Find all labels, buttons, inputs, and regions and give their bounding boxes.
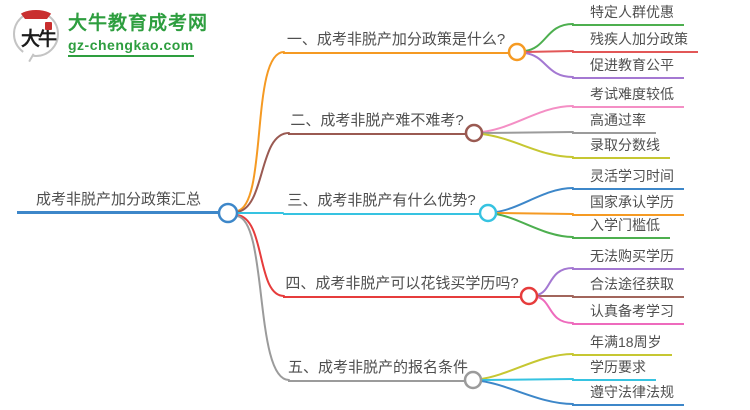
branch-4-title: 四、成考非脱产可以花钱买学历吗? bbox=[283, 272, 521, 298]
root-node-circle bbox=[217, 202, 239, 224]
link-root-branch-5 bbox=[236, 215, 290, 381]
branch-5-child-2: 学历要求 bbox=[572, 357, 656, 381]
link-root-branch-4 bbox=[236, 214, 285, 297]
link-branch3-child2 bbox=[495, 212, 574, 215]
link-branch5-child3 bbox=[480, 380, 574, 405]
branch-3-child-3: 入学门槛低 bbox=[572, 215, 670, 239]
branch-5-child-1: 年满18周岁 bbox=[572, 332, 672, 356]
logo-text-block: 大牛教育成考网 gz-chengkao.com bbox=[68, 11, 208, 57]
link-root-branch-2 bbox=[236, 132, 290, 213]
branch-2-child-3: 录取分数线 bbox=[572, 135, 670, 159]
branch-3-child-2: 国家承认学历 bbox=[572, 192, 684, 216]
link-branch3-child3 bbox=[495, 213, 574, 238]
branch-5-child-3: 遵守法律法规 bbox=[572, 382, 684, 406]
branch-3-node-circle bbox=[478, 203, 498, 223]
logo-red-seal bbox=[45, 22, 52, 30]
link-branch1-child1 bbox=[524, 23, 574, 52]
branch-1-child-2: 残疾人加分政策 bbox=[572, 29, 698, 53]
link-branch5-child1 bbox=[480, 353, 574, 380]
link-branch2-child1 bbox=[481, 105, 574, 133]
branch-2-node-circle bbox=[464, 123, 484, 143]
branch-1-child-3: 促进教育公平 bbox=[572, 55, 684, 79]
logo-icon: 大牛 bbox=[13, 10, 59, 63]
branch-2-child-2: 高通过率 bbox=[572, 110, 656, 134]
link-branch1-child2 bbox=[524, 50, 574, 53]
link-branch2-child2 bbox=[481, 131, 574, 134]
link-branch3-child1 bbox=[495, 187, 574, 213]
link-branch2-child3 bbox=[481, 133, 574, 158]
logo-icon-text: 大牛 bbox=[20, 29, 57, 50]
branch-1-child-1: 特定人群优惠 bbox=[572, 2, 684, 26]
branch-5-title: 五、成考非脱产的报名条件 bbox=[288, 356, 468, 382]
site-domain: gz-chengkao.com bbox=[68, 36, 194, 57]
branch-4-child-2: 合法途径获取 bbox=[572, 274, 684, 298]
branch-4-child-1: 无法购买学历 bbox=[572, 246, 684, 270]
link-branch4-child1 bbox=[536, 267, 574, 296]
logo-red-arc bbox=[18, 10, 54, 26]
branch-1-title: 一、成考非脱产加分政策是什么? bbox=[283, 28, 509, 54]
site-name: 大牛教育成考网 bbox=[68, 13, 209, 34]
branch-3-title: 三、成考非脱产有什么优势? bbox=[283, 189, 480, 215]
branch-2-child-1: 考试难度较低 bbox=[572, 84, 684, 108]
link-branch4-child3 bbox=[536, 296, 574, 324]
root-node: 成考非脱产加分政策汇总 bbox=[17, 188, 220, 214]
link-branch5-child2 bbox=[480, 378, 574, 381]
branch-2-title: 二、成考非脱产难不难考? bbox=[288, 109, 466, 135]
branch-4-child-3: 认真备考学习 bbox=[572, 301, 684, 325]
branch-3-child-1: 灵活学习时间 bbox=[572, 166, 684, 190]
link-branch1-child3 bbox=[524, 52, 574, 78]
branch-1-node-circle bbox=[507, 42, 527, 62]
site-logo: 大牛 大牛教育成考网 gz-chengkao.com bbox=[13, 10, 208, 63]
link-root-branch-1 bbox=[236, 51, 285, 212]
branch-4-node-circle bbox=[519, 286, 539, 306]
